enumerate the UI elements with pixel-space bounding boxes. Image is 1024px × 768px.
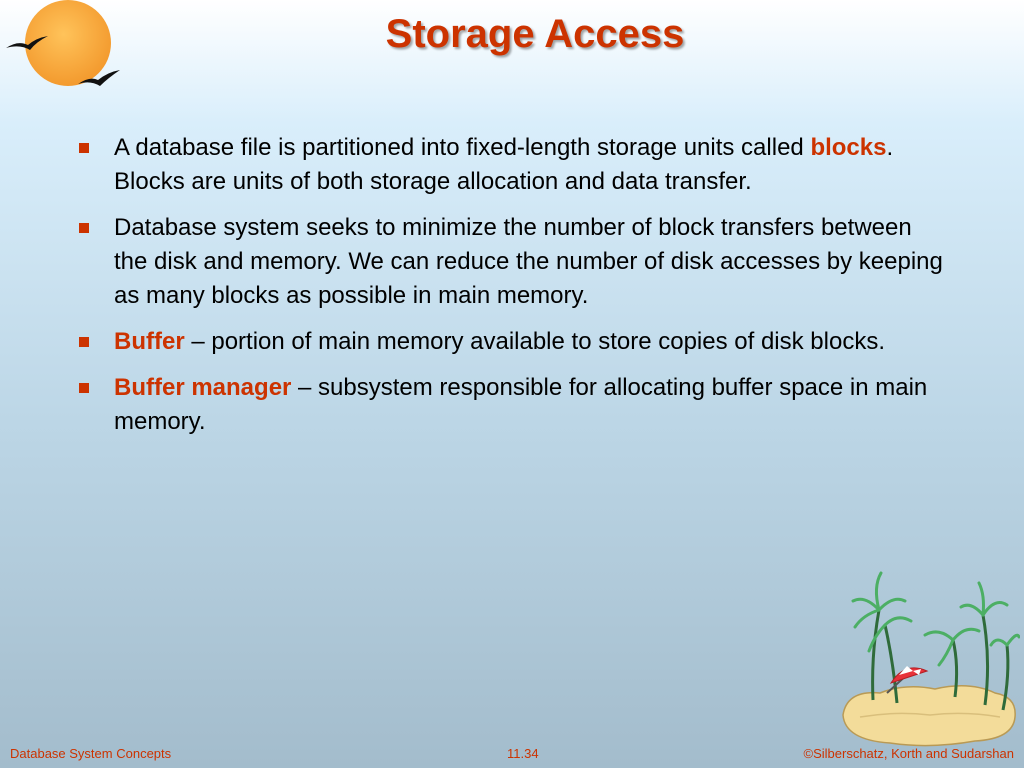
footer-slide-number: 11.34 [507,746,539,761]
bullet-item: Buffer – portion of main memory availabl… [75,325,945,359]
slide-title: Storage Access [385,12,685,56]
bullet-item: A database file is partitioned into fixe… [75,131,945,199]
sun-with-birds-icon [6,0,120,86]
bullet-term: Buffer [114,328,185,355]
square-bullet-icon [79,337,89,347]
square-bullet-icon [79,383,89,393]
bullet-list: A database file is partitioned into fixe… [75,131,945,451]
bullet-item: Database system seeks to minimize the nu… [75,211,945,313]
bullet-text: A database file is partitioned into fixe… [114,134,811,161]
bullet-term: blocks [810,134,887,161]
bullet-text: Database system seeks to minimize the nu… [114,214,943,309]
footer-copyright: ©Silberschatz, Korth and Sudarshan [803,746,1014,761]
bullet-text: . Blocks are units of both storage alloc… [114,134,894,195]
bullet-text: – subsystem responsible for allocating b… [114,374,928,435]
palm-island-umbrella-icon [842,571,1020,747]
bullet-text: – portion of main memory available to st… [184,328,885,355]
bullet-item: Buffer manager – subsystem responsible f… [75,371,945,439]
bullet-term: Buffer manager [114,374,292,401]
square-bullet-icon [79,223,89,233]
square-bullet-icon [79,143,89,153]
footer-book-title: Database System Concepts [10,746,172,761]
